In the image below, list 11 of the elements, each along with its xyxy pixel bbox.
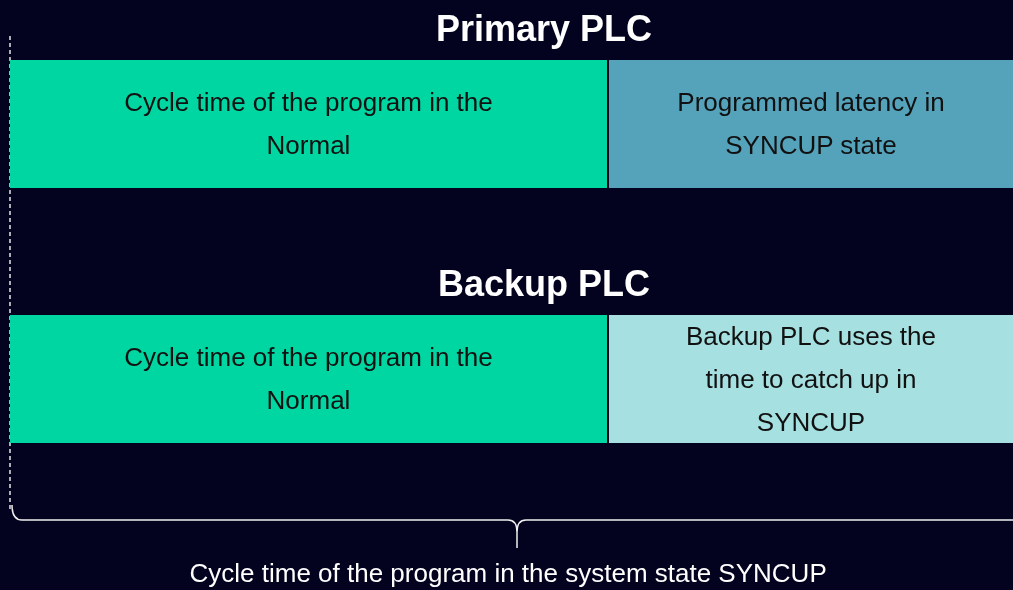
bar-label: Cycle time of the program in the Normal	[123, 341, 494, 417]
bar-label: Programmed latency in SYNCUP state	[676, 86, 946, 162]
cycle-time-bar	[10, 60, 607, 188]
bracket-label: Cycle time of the program in the system state SYNCUP	[189, 558, 827, 589]
catch-up-bar	[609, 315, 1013, 443]
row-heading: Primary PLC	[436, 8, 653, 50]
latency-bar	[609, 60, 1013, 188]
row-heading: Backup PLC	[438, 263, 651, 305]
bar-label: Cycle time of the program in the Normal	[123, 86, 494, 162]
cycle-time-bar	[10, 315, 607, 443]
bar-label: Backup PLC uses the time to catch up in SYNCUP	[684, 319, 937, 439]
